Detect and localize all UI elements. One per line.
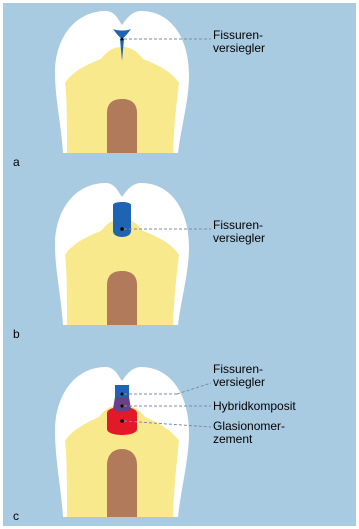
label-hybrid-c: Hybridkomposit <box>213 400 296 413</box>
label-line2: versiegler <box>213 232 265 245</box>
fissure-point-b <box>120 227 124 231</box>
point-glass-ionomer-c <box>120 419 124 423</box>
sealant-b <box>113 202 131 237</box>
label-line2: versiegler <box>213 376 265 389</box>
label-line2: versiegler <box>213 42 265 55</box>
panel-letter-c: c <box>13 509 19 523</box>
point-hybrid-c <box>121 405 124 408</box>
panel-b: Fissuren- versiegler b <box>3 175 356 347</box>
leader-sealant-c-2 <box>177 383 211 394</box>
pulp-a <box>107 99 137 153</box>
label-sealant-c: Fissuren- versiegler <box>213 363 265 389</box>
label-sealant-b: Fissuren- versiegler <box>213 219 265 245</box>
tooth-diagram-b <box>3 175 356 347</box>
pulp-b <box>107 271 137 325</box>
panel-letter-b: b <box>13 327 20 341</box>
label-line2: zement <box>213 433 285 446</box>
panel-a: Fissuren- versiegler a <box>3 3 356 175</box>
tooth-diagram-c <box>3 347 356 527</box>
label-sealant-a: Fissuren- versiegler <box>213 29 265 55</box>
pulp-c <box>107 449 137 517</box>
tooth-diagram-a <box>3 3 356 175</box>
fissure-point-a <box>121 38 124 41</box>
point-sealant-c <box>121 393 124 396</box>
label-glass-ionomer-c: Glasionomer- zement <box>213 420 285 446</box>
panel-c: Fissuren- versiegler Hybridkomposit Glas… <box>3 347 356 519</box>
panel-letter-a: a <box>13 155 20 169</box>
label-line1: Hybridkomposit <box>213 400 296 413</box>
